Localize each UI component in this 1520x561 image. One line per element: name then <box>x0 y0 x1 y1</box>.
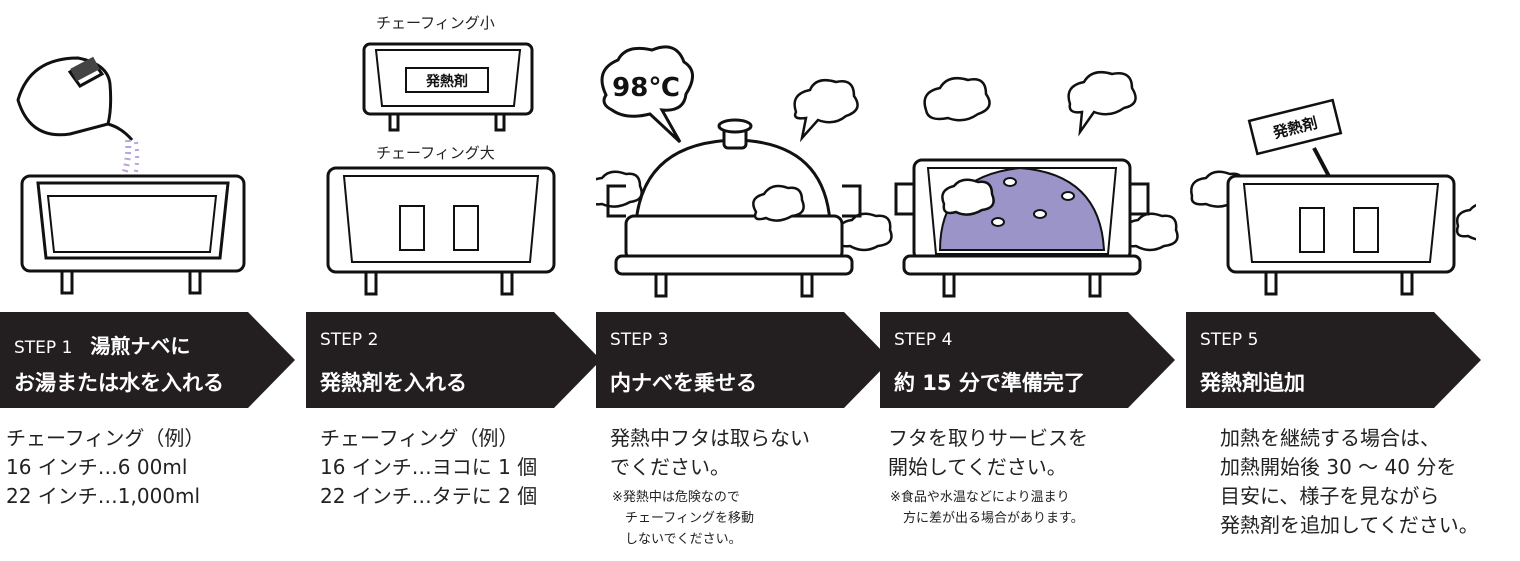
step-title: 発熱剤を入れる <box>320 371 467 395</box>
step-banner: STEP 3 内ナベを乗せる <box>596 312 891 408</box>
step-2: チェーフィング小 発熱剤 チェーフィング大 STEP 2 発熱剤を入れる チェー… <box>306 0 606 561</box>
adding-heating-pack-icon: 発熱剤 <box>1190 98 1476 296</box>
heating-pack-pans-icon: チェーフィング小 発熱剤 チェーフィング大 <box>326 14 556 296</box>
label-small-pan: チェーフィング小 <box>376 14 495 32</box>
step-number: STEP 3 <box>610 330 669 350</box>
covered-chafing-dish-icon: 98℃ <box>596 45 893 298</box>
step-banner: STEP 2 発熱剤を入れる <box>306 312 601 408</box>
step-5: 発熱剤 STEP 5 発熱剤追加 加熱を継続する場合は、 加熱開始後 30 ～ … <box>1176 0 1520 561</box>
caution-note: ※発熱中は危険なので チェーフィングを移動 しないでください。 <box>612 490 754 547</box>
step-description: 加熱を継続する場合は、 加熱開始後 30 ～ 40 分を 目安に、様子を見ながら… <box>1220 426 1479 537</box>
step-description: フタを取りサービスを 開始してください。 <box>888 426 1088 479</box>
step-banner: STEP 4 約 15 分で準備完了 <box>880 312 1175 408</box>
step-title: 発熱剤追加 <box>1200 371 1305 395</box>
step-description: チェーフィング（例） 16 インチ…ヨコに 1 個 22 インチ…タテに 2 個 <box>320 426 538 508</box>
step-number: STEP 4 <box>894 330 953 350</box>
step-description: 発熱中フタは取らない でください。 <box>610 426 810 479</box>
step-description: チェーフィング（例） 16 インチ…6 00ml 22 インチ…1,000ml <box>6 426 205 508</box>
kettle-pouring-icon <box>16 56 246 295</box>
step-number: STEP 1 <box>14 338 73 358</box>
open-chafing-dish-food-icon <box>894 71 1179 298</box>
step-banner: STEP 1 湯煎ナベに お湯または水を入れる <box>0 312 295 408</box>
step-title: 約 15 分で準備完了 <box>894 371 1085 395</box>
caution-note: ※食品や水温などにより温まり 方に差が出る場合があります。 <box>890 490 1084 526</box>
step-3: 98℃ STEP 3 内ナベを乗せる 発熱中フタは取らない でください。 ※発熱… <box>596 0 896 561</box>
pack-label: 発熱剤 <box>425 73 468 90</box>
step-banner: STEP 5 発熱剤追加 <box>1186 312 1481 408</box>
step-1: STEP 1 湯煎ナベに お湯または水を入れる チェーフィング（例） 16 インチ… <box>0 0 300 561</box>
step-number: STEP 2 <box>320 330 379 350</box>
step-title: 内ナベを乗せる <box>610 371 757 395</box>
temperature-label: 98℃ <box>612 73 680 103</box>
label-large-pan: チェーフィング大 <box>376 144 495 162</box>
step-title-line2: お湯または水を入れる <box>14 371 224 395</box>
step-4: STEP 4 約 15 分で準備完了 フタを取りサービスを 開始してください。 … <box>880 0 1180 561</box>
step-title: 湯煎ナベに <box>90 334 191 358</box>
step-number: STEP 5 <box>1200 330 1259 350</box>
